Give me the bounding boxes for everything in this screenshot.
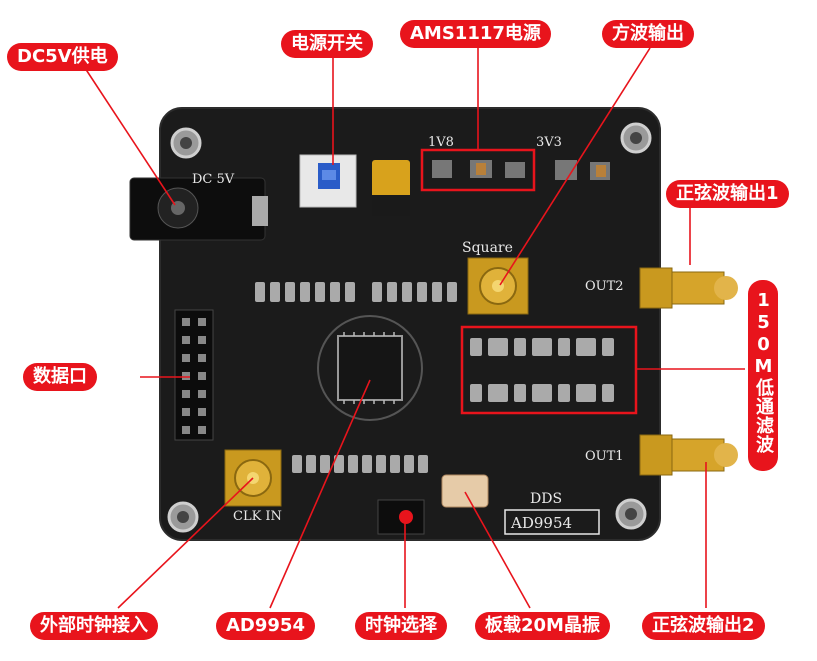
silk-chip: AD9954 xyxy=(510,514,572,532)
silk-square: Square xyxy=(462,240,513,256)
label-clock-select: 时钟选择 xyxy=(355,612,447,640)
label-dc5v: DC5V供电 xyxy=(7,43,118,71)
silk-out2: OUT2 xyxy=(585,279,624,294)
silk-out1: OUT1 xyxy=(585,449,624,464)
label-lpf: 150M低通滤波 xyxy=(748,280,778,471)
label-power-switch: 电源开关 xyxy=(281,30,373,58)
silk-1v8: 1V8 xyxy=(428,135,454,150)
silk-3v3: 3V3 xyxy=(536,135,562,150)
silk-dc: DC 5V xyxy=(192,172,235,187)
label-sine-out1: 正弦波输出1 xyxy=(666,180,789,208)
label-ad9954: AD9954 xyxy=(216,612,315,640)
label-ams1117: AMS1117电源 xyxy=(400,20,551,48)
label-data-port: 数据口 xyxy=(23,363,97,391)
label-square-out: 方波输出 xyxy=(602,20,694,48)
silk-dds: DDS xyxy=(530,491,562,507)
label-ext-clock: 外部时钟接入 xyxy=(30,612,158,640)
label-crystal: 板载20M晶振 xyxy=(475,612,610,640)
silk-clk-in: CLK IN xyxy=(233,509,282,524)
label-lpf-text: 150M低通滤波 xyxy=(753,290,774,454)
label-sine-out2: 正弦波输出2 xyxy=(642,612,765,640)
